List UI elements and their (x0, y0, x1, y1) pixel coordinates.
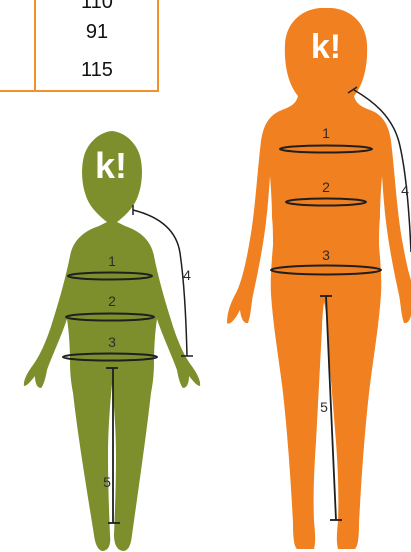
adult-label-2: 2 (322, 179, 330, 195)
adult-label-5: 5 (320, 399, 328, 415)
adult-label-3: 3 (322, 247, 330, 263)
child-label-5: 5 (103, 474, 111, 490)
child-label-3: 3 (108, 334, 116, 350)
adult-label-1: 1 (322, 125, 330, 141)
adult-silhouette (227, 8, 411, 549)
adult-figure: k! 1 2 3 4 5 (227, 8, 411, 549)
child-label-2: 2 (108, 293, 116, 309)
adult-logo: k! (311, 28, 341, 66)
child-label-4: 4 (183, 267, 191, 283)
child-figure: k! 1 2 3 4 5 (24, 131, 200, 551)
child-logo: k! (95, 145, 127, 186)
child-label-1: 1 (108, 253, 116, 269)
adult-label-4: 4 (401, 182, 409, 198)
